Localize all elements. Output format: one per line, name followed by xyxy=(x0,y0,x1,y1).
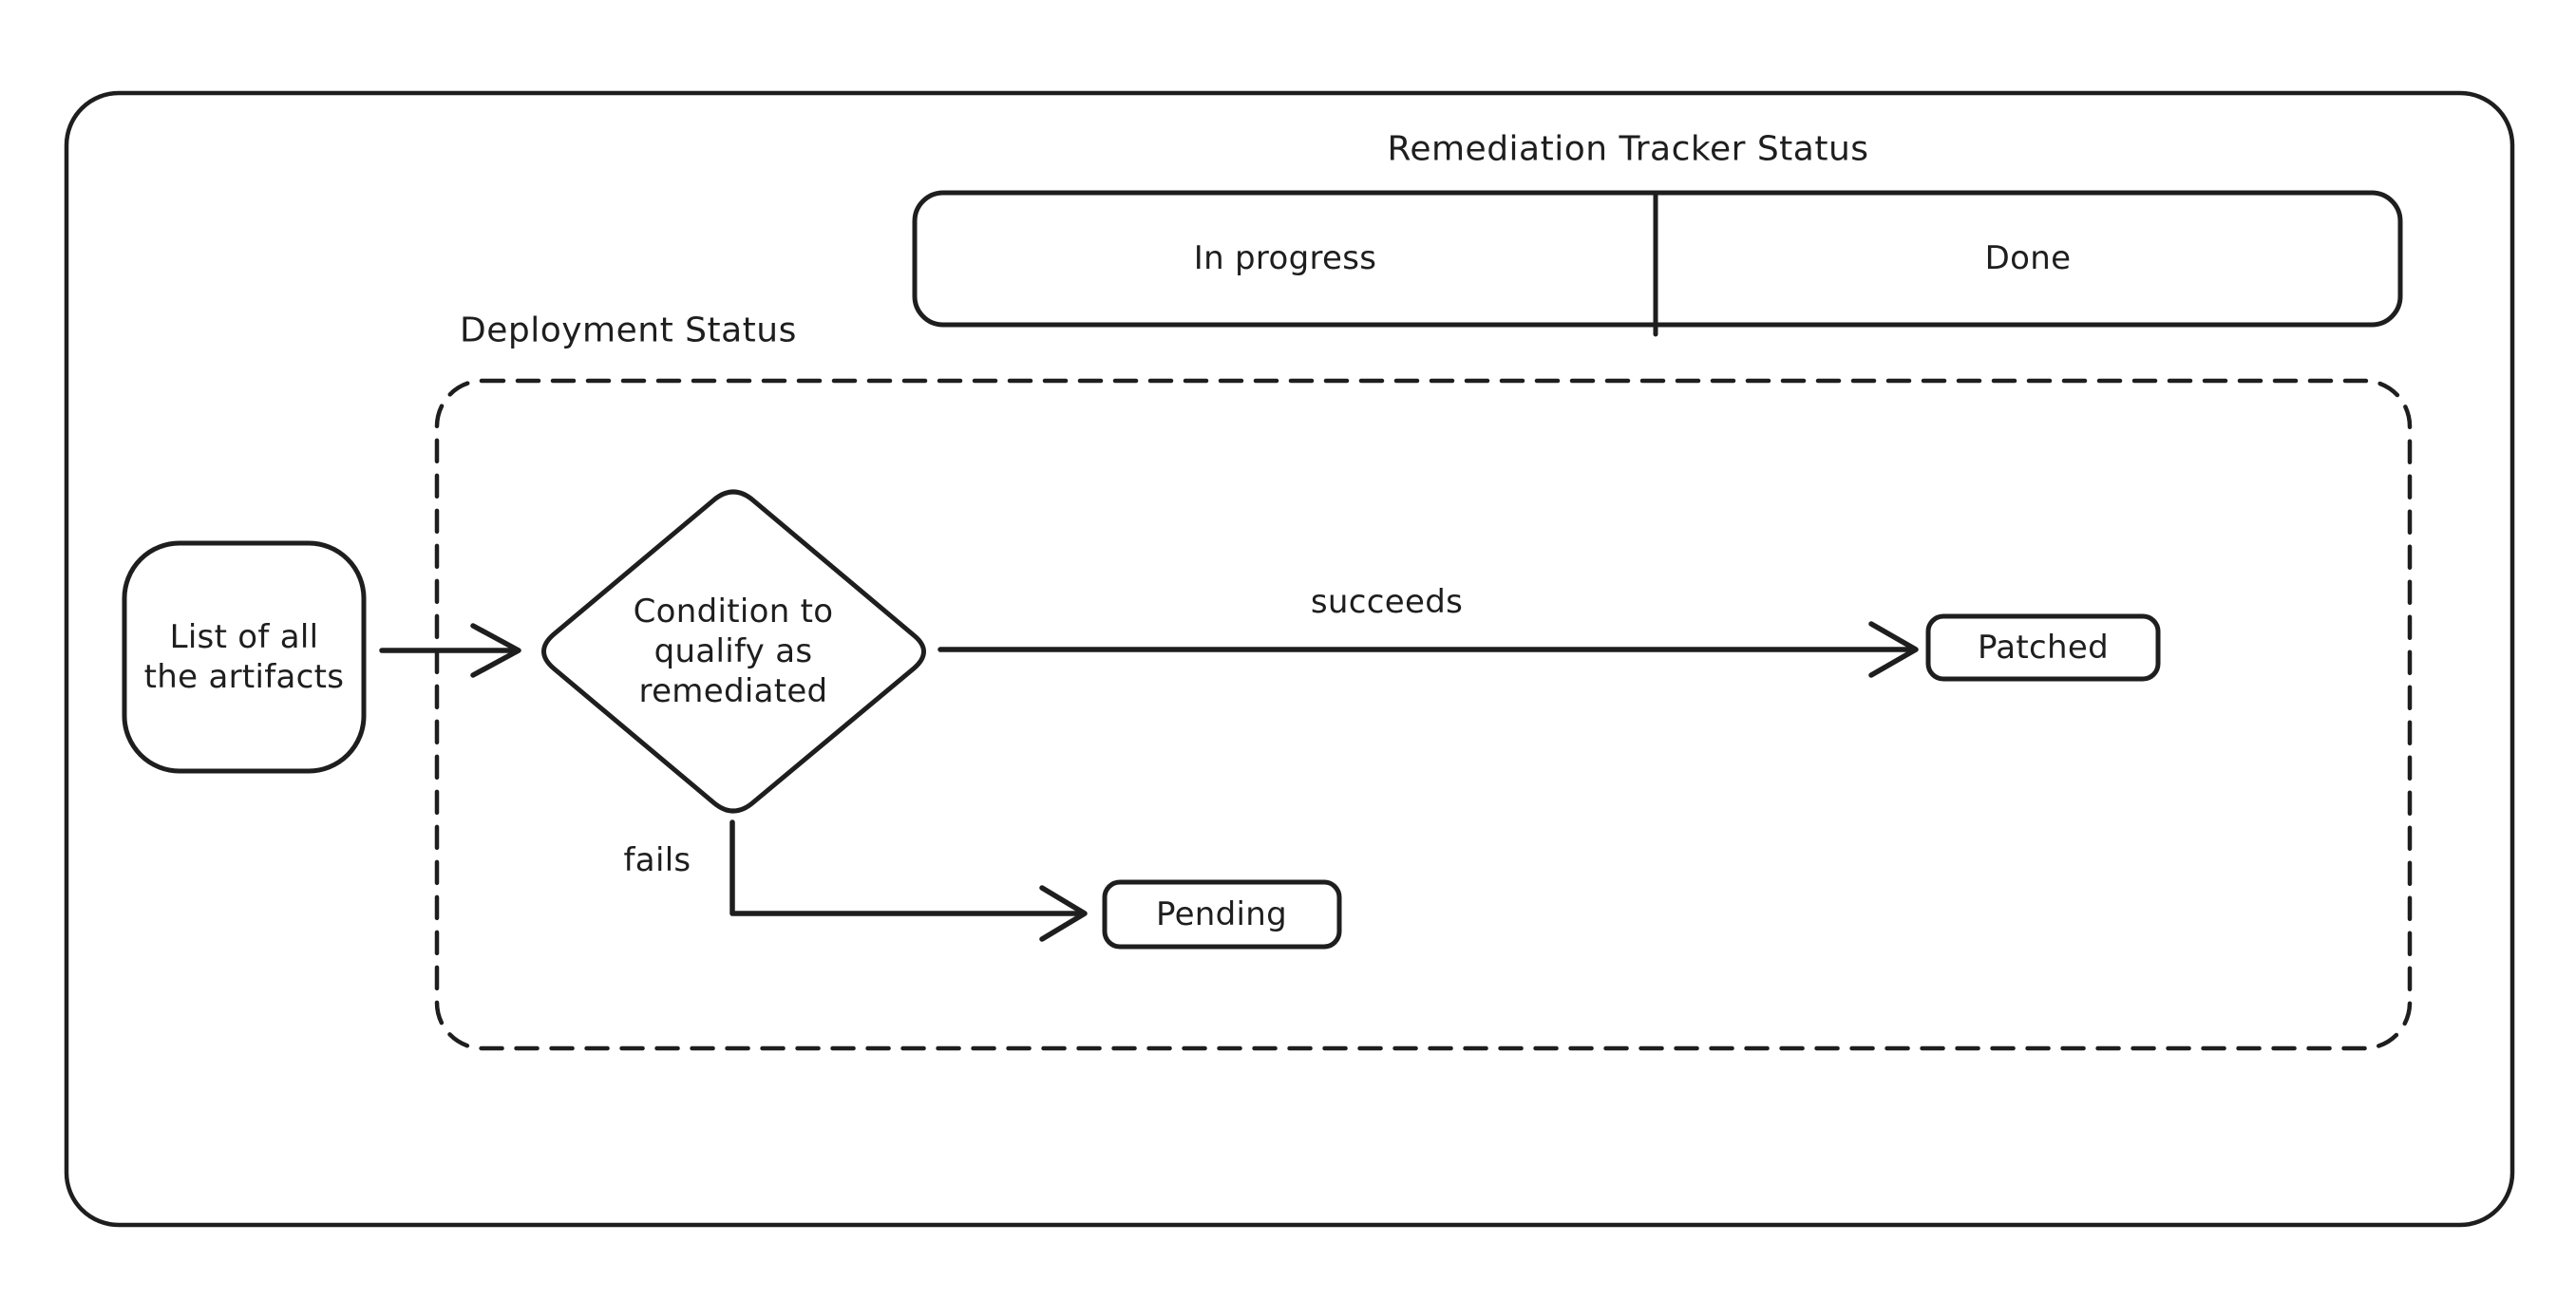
condition-diamond-label-line3: remediated xyxy=(638,672,828,710)
arrow-succeeds-head xyxy=(1868,621,1919,678)
arrow-succeeds xyxy=(938,621,1919,678)
artifacts-node-label: List of all the artifacts xyxy=(144,617,345,697)
condition-diamond-label-line2: qualify as xyxy=(653,632,813,670)
arrow-artifacts-to-condition-head xyxy=(470,623,521,678)
patched-node-shape xyxy=(1925,613,2161,682)
arrow-fails-head xyxy=(1039,885,1088,942)
deployment-zone-title: Deployment Status xyxy=(460,311,797,350)
arrow-fails xyxy=(729,819,1088,942)
tracker-column-done: Done xyxy=(1984,239,2072,277)
arrow-fails-line xyxy=(729,819,1082,916)
fails-edge-label: fails xyxy=(623,841,691,879)
succeeds-edge-label: succeeds xyxy=(1310,583,1464,621)
artifacts-node-label-line1: List of all xyxy=(169,618,319,656)
outer-container-border xyxy=(64,90,2515,1228)
artifacts-node-shape xyxy=(122,540,367,774)
patched-node-label: Patched xyxy=(1978,629,2109,667)
condition-diamond-label-line1: Condition to xyxy=(633,593,834,631)
pending-node-shape xyxy=(1102,879,1342,950)
condition-diamond-label: Condition to qualify as remediated xyxy=(634,592,834,711)
tracker-title: Remediation Tracker Status xyxy=(1387,129,1869,169)
artifacts-node-label-line2: the artifacts xyxy=(143,658,345,696)
condition-diamond-shape xyxy=(541,489,926,814)
deployment-status-zone-border xyxy=(434,378,2413,1051)
pending-node-label: Pending xyxy=(1155,895,1288,933)
tracker-column-in-progress: In progress xyxy=(1193,239,1377,277)
arrow-artifacts-to-condition xyxy=(379,623,521,678)
